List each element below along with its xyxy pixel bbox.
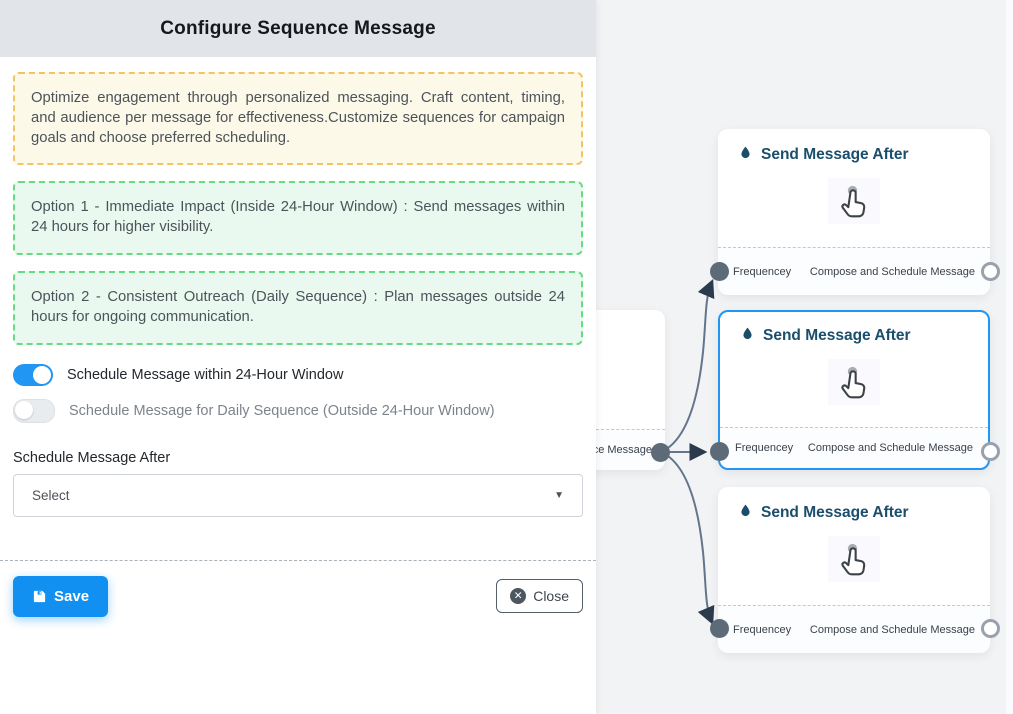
node-footer: Frequencey Compose and Schedule Message (718, 605, 990, 653)
tap-gesture-icon (828, 536, 880, 582)
frequency-tab[interactable]: Frequencey (733, 623, 792, 636)
save-button-label: Save (54, 587, 90, 605)
close-button[interactable]: ✕ Close (496, 579, 583, 614)
node-title: Send Message After (718, 129, 990, 165)
compose-schedule-tab[interactable]: Compose and Schedule Message (807, 442, 973, 454)
node-footer: Frequencey Compose and Schedule Message (720, 427, 988, 468)
node-title: Send Message After (718, 487, 990, 523)
footer-divider (0, 559, 596, 561)
frequency-tab[interactable]: Frequencey (733, 265, 792, 278)
close-button-label: Close (533, 588, 569, 605)
panel-header: Configure Sequence Message (0, 0, 596, 57)
toggle-24h-window-label: Schedule Message within 24-Hour Window (67, 366, 344, 383)
droplet-icon (738, 503, 753, 523)
node-title-text: Send Message After (761, 146, 909, 163)
node-1-input-handle[interactable] (710, 262, 729, 281)
node-title-text: Send Message After (763, 327, 911, 344)
toggle-row-24h-window: Schedule Message within 24-Hour Window (13, 363, 583, 386)
canvas-right-gutter (1006, 0, 1013, 714)
node-title-text: Send Message After (761, 504, 909, 521)
toggle-row-daily-sequence: Schedule Message for Daily Sequence (Out… (13, 398, 583, 423)
info-box-option-2: Option 2 - Consistent Outreach (Daily Se… (13, 271, 583, 345)
save-icon (32, 589, 47, 604)
toggle-24h-window[interactable] (13, 363, 53, 386)
schedule-after-label: Schedule Message After (13, 449, 171, 466)
schedule-after-select[interactable]: Select ▼ (13, 473, 583, 517)
tap-gesture-icon (828, 178, 880, 224)
node-2-input-handle[interactable] (710, 442, 729, 461)
compose-schedule-tab[interactable]: Compose and Schedule Message (809, 623, 975, 636)
page-title: Configure Sequence Message (160, 17, 436, 39)
action-button-row: Save ✕ Close (13, 575, 583, 617)
edge-to-node-1[interactable] (660, 279, 715, 453)
send-message-after-node-2-selected[interactable]: Send Message After Frequencey Compose an… (718, 310, 990, 470)
node-footer: Frequencey Compose and Schedule Message (718, 247, 990, 295)
chevron-down-icon: ▼ (554, 489, 564, 501)
clipped-node-footer-label: ce Message (592, 444, 652, 456)
info-box-intro: Optimize engagement through personalized… (13, 72, 583, 166)
info-box-option-1: Option 1 - Immediate Impact (Inside 24-H… (13, 181, 583, 256)
toggle-daily-sequence[interactable] (13, 398, 55, 423)
edge-to-node-3[interactable] (660, 451, 715, 625)
save-button[interactable]: Save (13, 575, 109, 617)
droplet-icon (738, 145, 753, 165)
send-message-after-node-1[interactable]: Send Message After Frequencey Compose an… (718, 129, 990, 295)
node-2-output-handle[interactable] (981, 442, 1000, 461)
node-3-input-handle[interactable] (710, 619, 729, 638)
toggle-knob (33, 365, 51, 384)
compose-schedule-tab[interactable]: Compose and Schedule Message (809, 265, 975, 278)
node-3-output-handle[interactable] (981, 619, 1000, 638)
tap-gesture-icon (828, 359, 880, 405)
toggle-daily-sequence-label: Schedule Message for Daily Sequence (Out… (69, 402, 495, 419)
node-title: Send Message After (720, 312, 988, 346)
droplet-icon (740, 326, 755, 346)
source-output-handle[interactable] (651, 443, 670, 462)
node-1-output-handle[interactable] (981, 262, 1000, 281)
close-circle-icon: ✕ (510, 588, 527, 605)
configure-sequence-panel: Configure Sequence Message Optimize enga… (0, 0, 596, 617)
frequency-tab[interactable]: Frequencey (735, 442, 794, 454)
select-value: Select (32, 487, 70, 503)
toggle-knob (15, 400, 33, 419)
send-message-after-node-3[interactable]: Send Message After Frequencey Compose an… (718, 487, 990, 653)
